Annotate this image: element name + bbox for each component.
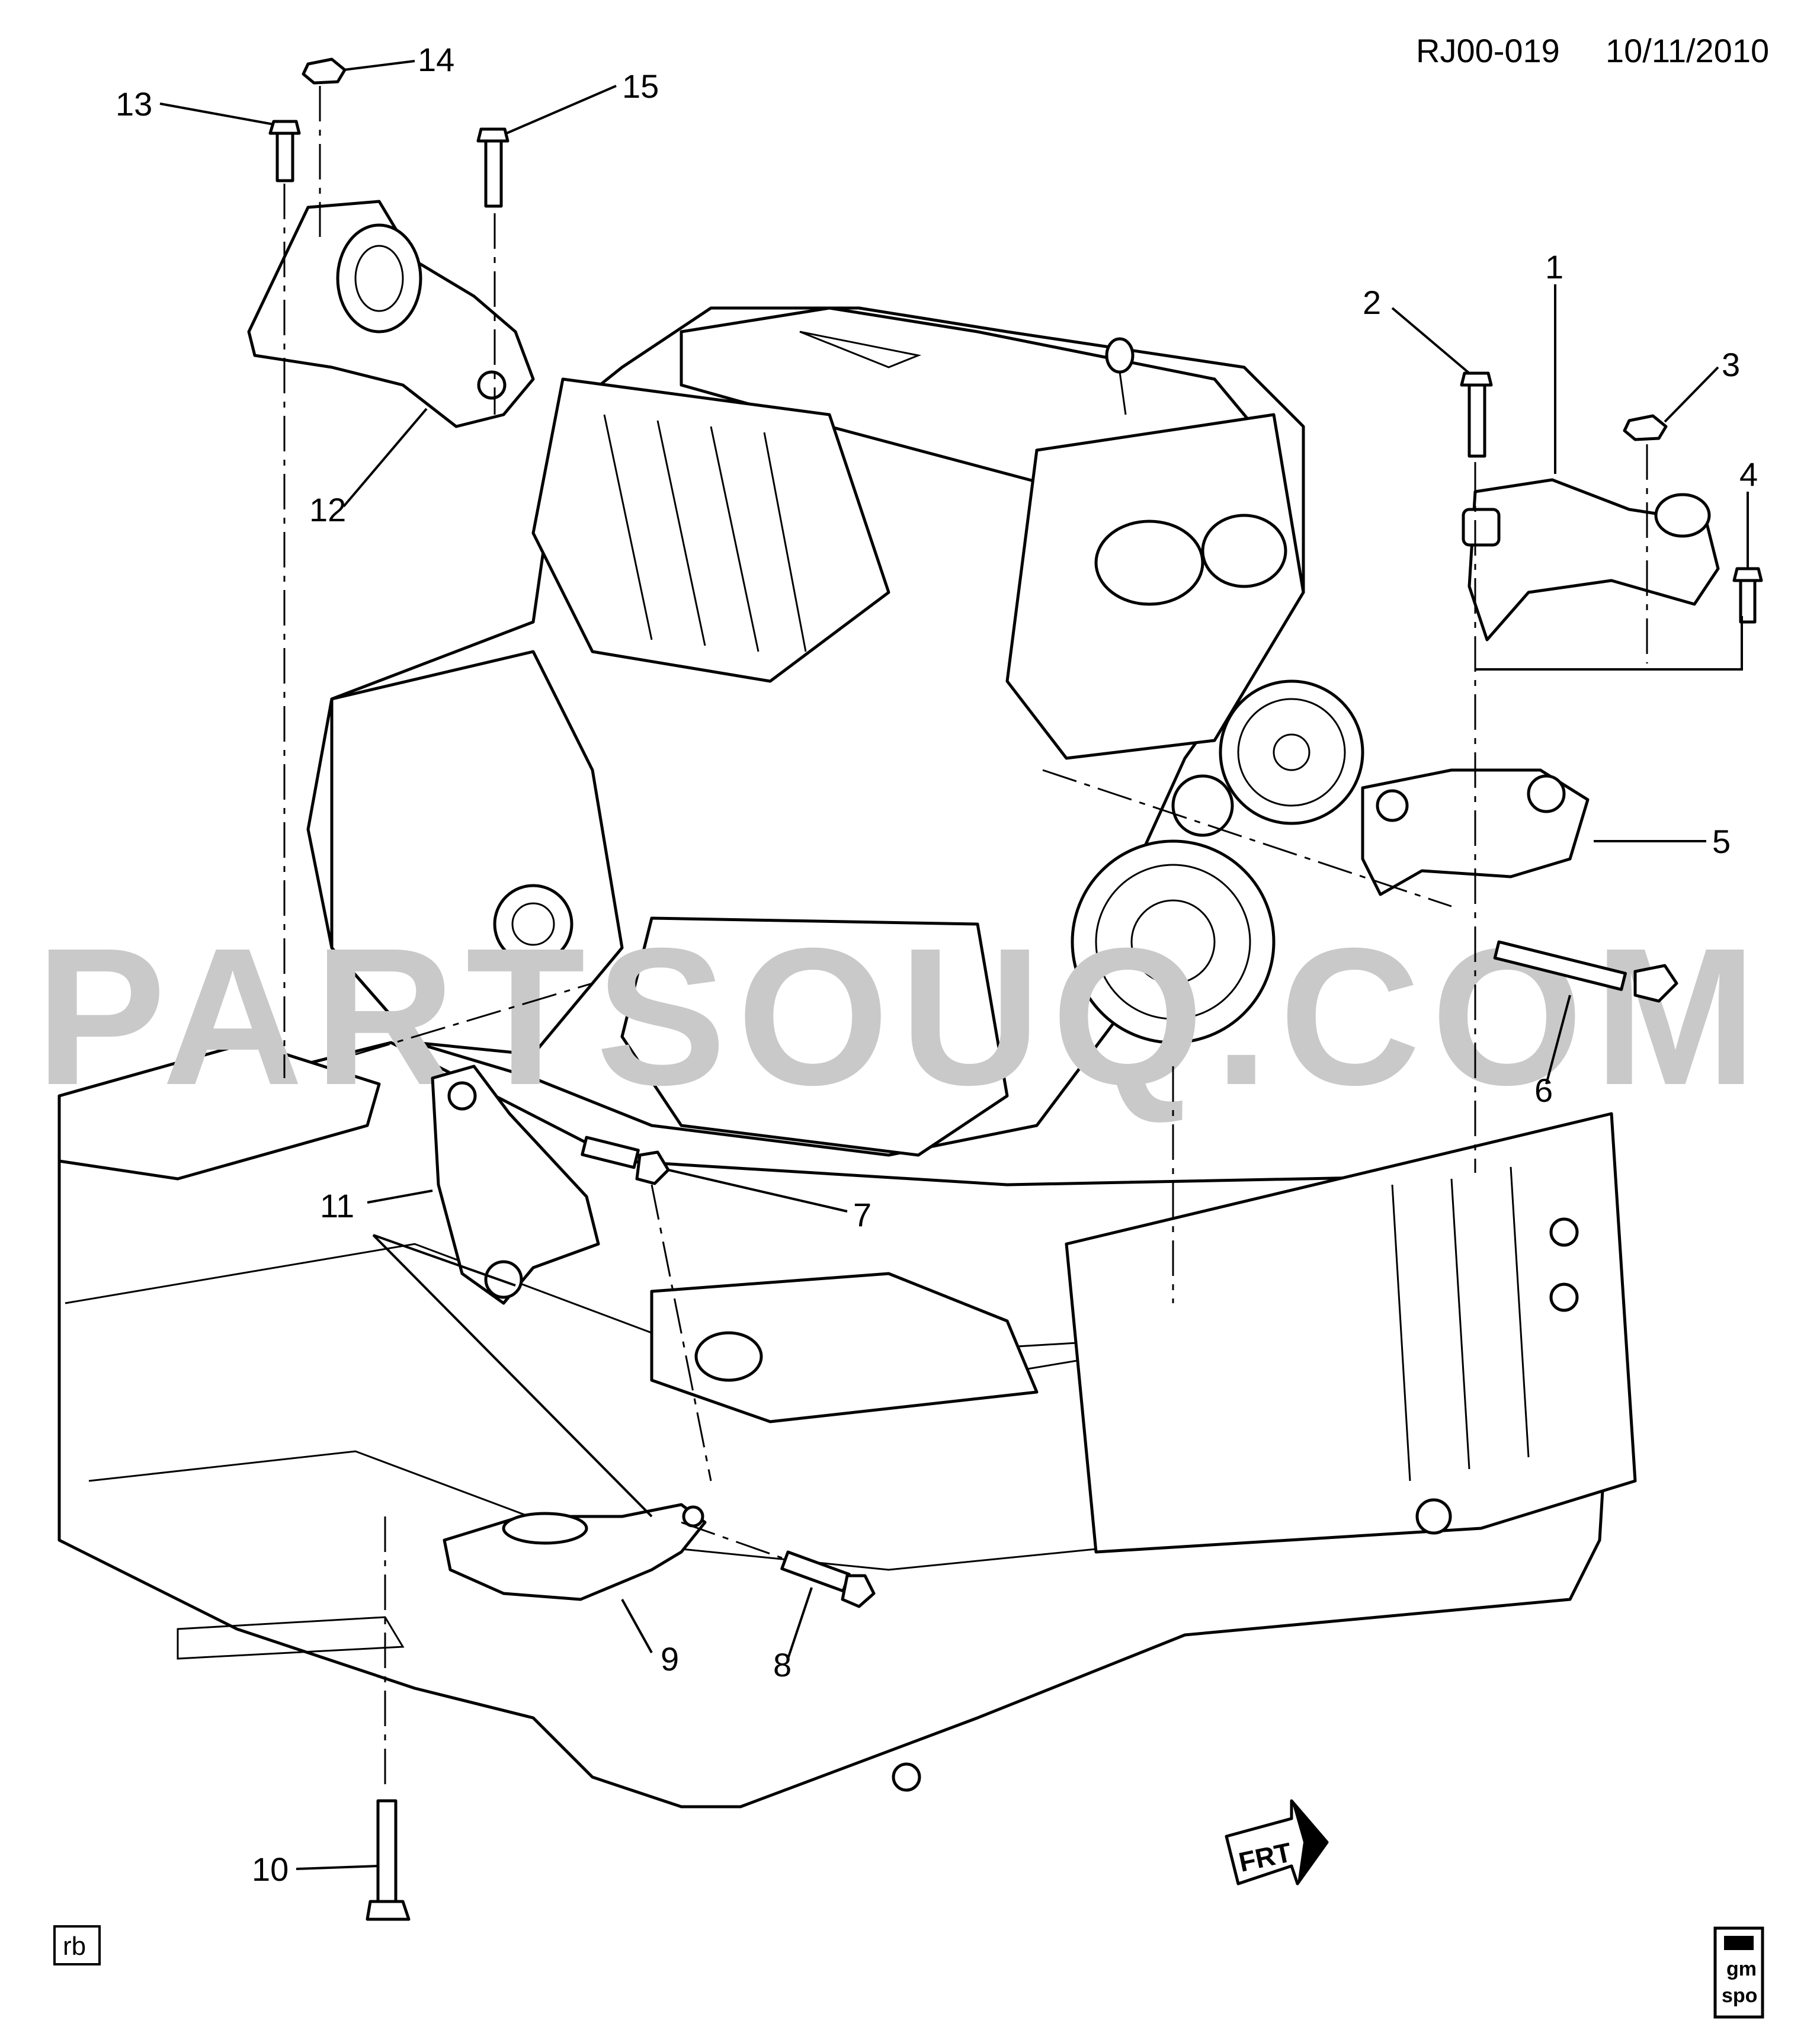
alignment-lines: [283, 86, 1648, 1789]
part-9-lower-mount: [443, 1503, 707, 1601]
callout-5: 5: [1712, 823, 1731, 860]
subframe-cradle: [57, 1041, 1637, 1808]
leader-lines: [159, 60, 1749, 1870]
bolt-13: [268, 120, 301, 182]
bolt-4: [1732, 567, 1763, 624]
nut-3: [1623, 414, 1668, 441]
fasteners: [268, 57, 1763, 1921]
callout-11: 11: [320, 1187, 354, 1224]
callout-14: 14: [418, 41, 454, 78]
callout-9: 9: [661, 1640, 679, 1678]
callout-12: 12: [309, 491, 346, 528]
header: RJ00-019 10/11/2010: [1416, 32, 1769, 69]
callout-10: 10: [252, 1851, 289, 1888]
callout-4: 4: [1739, 456, 1758, 493]
callout-6: 6: [1534, 1072, 1553, 1109]
bolt-8: [780, 1550, 876, 1608]
logo-text-spo: spo: [1722, 1984, 1757, 2007]
callout-3: 3: [1722, 346, 1740, 383]
engine-assembly: [306, 306, 1364, 1157]
bolt-15: [476, 127, 510, 208]
doc-id: RJ00-019: [1416, 32, 1560, 69]
front-direction-icon: FRT: [1225, 1799, 1329, 1886]
callout-8: 8: [773, 1646, 792, 1684]
corner-label: rb: [63, 1932, 86, 1961]
callout-13: 13: [116, 85, 152, 123]
bolt-7: [581, 1136, 670, 1185]
logo-text-gm: gm: [1726, 1958, 1757, 1980]
bolt-2: [1460, 371, 1493, 458]
corner-label-box: rb: [53, 1925, 101, 1965]
callouts: 1 2 3 4 5 6 7 8 9 10 11 12 13 14 15: [116, 41, 1758, 1888]
callout-15: 15: [622, 68, 659, 105]
part-11-strut: [431, 1064, 600, 1305]
callout-1: 1: [1545, 248, 1563, 286]
part-1-mount: [1462, 478, 1720, 642]
bolt-6: [1493, 940, 1678, 1003]
nut-14: [302, 57, 347, 85]
gm-spo-logo: gm spo: [1713, 1926, 1764, 2019]
callout-2: 2: [1363, 284, 1381, 321]
callout-7: 7: [853, 1196, 871, 1233]
part-12-mount-bracket: [247, 200, 535, 428]
doc-date: 10/11/2010: [1606, 32, 1769, 69]
watermark-text: PARTSOUQ.COM: [36, 907, 1767, 1125]
bolt-10: [366, 1799, 411, 1921]
